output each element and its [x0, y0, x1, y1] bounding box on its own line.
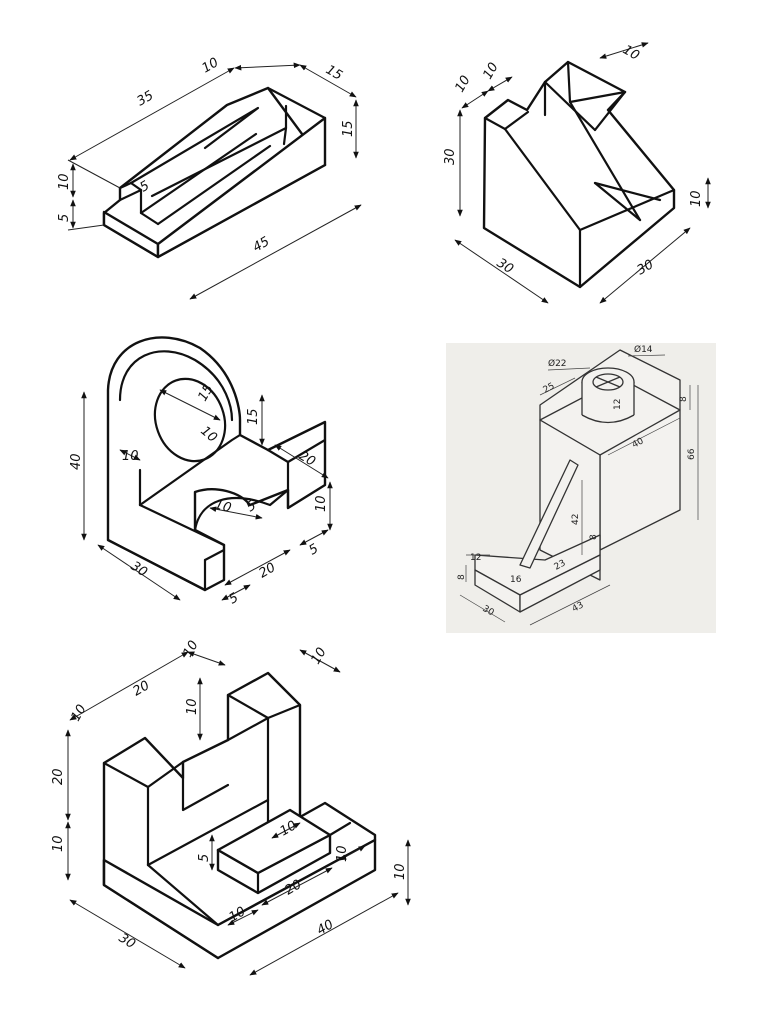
- dim-8-mid: 8: [589, 534, 599, 540]
- dim-height-10: 10: [51, 835, 66, 852]
- dim-8-base: 8: [457, 574, 467, 580]
- dim-12-top: 12: [613, 399, 623, 410]
- dim-width-30: 30: [635, 257, 657, 278]
- dim-right-10: 10: [335, 845, 350, 862]
- dim-height-10: 10: [57, 173, 72, 190]
- dim-step-5: 5: [197, 854, 212, 862]
- dim-top-10-a: 10: [180, 638, 201, 660]
- dim-top-20: 20: [131, 678, 153, 699]
- dim-width-15: 15: [323, 62, 345, 83]
- dim-center-15: 15: [246, 408, 261, 425]
- dim-left-10: 10: [68, 702, 89, 724]
- dim-front-10: 10: [227, 904, 249, 925]
- dim-top-10-a: 10: [452, 73, 473, 95]
- dim-wall-10: 10: [122, 449, 139, 464]
- dim-length-35: 35: [135, 88, 157, 109]
- isometric-view-4-photo: Ø22 Ø14 25 12 8 40 66 42 8 12 8 16 23 30…: [446, 343, 716, 633]
- dim-top-10-b: 10: [480, 60, 501, 82]
- dim-length-45: 45: [251, 234, 273, 255]
- dim-tab-10: 10: [314, 495, 329, 512]
- dim-43: 43: [571, 600, 586, 614]
- dim-12-base: 12: [470, 553, 481, 563]
- dim-8-top: 8: [679, 396, 689, 402]
- dim-notch-10: 10: [185, 698, 200, 715]
- dim-inner-dia-14: Ø14: [634, 344, 653, 355]
- dim-depth-30: 30: [494, 256, 516, 277]
- dim-block-20: 20: [283, 877, 305, 898]
- isometric-view-2: 10 10 10 30 10 30 30: [443, 42, 711, 304]
- dim-40: 40: [631, 436, 646, 450]
- dim-height-15: 15: [341, 120, 356, 137]
- dim-top-10-b: 10: [308, 645, 329, 667]
- dim-radius-15: 15: [195, 382, 216, 404]
- isometric-view-3: 40 10 15 10 15 20 10 5 10 5 30 20 5: [69, 336, 333, 607]
- dim-height-20: 20: [51, 768, 66, 785]
- dim-height-40: 40: [69, 453, 84, 470]
- dim-height-30: 30: [443, 148, 458, 165]
- dim-arc-10: 10: [213, 497, 233, 516]
- dim-gap-20: 20: [257, 560, 279, 581]
- dim-width-10: 10: [200, 55, 222, 76]
- dim-25: 25: [542, 381, 557, 395]
- dim-step-10: 10: [689, 190, 704, 207]
- dim-top-10-c: 10: [620, 42, 642, 63]
- dim-23: 23: [553, 558, 568, 572]
- isometric-view-5: 20 10 10 10 10 20 10 5 10 10 20 10 30 40…: [51, 638, 411, 976]
- dim-length-40: 40: [315, 917, 337, 938]
- dim-width-30: 30: [116, 931, 138, 952]
- dim-block-10: 10: [278, 818, 300, 839]
- dim-42: 42: [571, 514, 581, 525]
- dim-66: 66: [687, 448, 697, 460]
- dim-depth-20: 20: [296, 448, 318, 469]
- dim-16: 16: [510, 575, 522, 585]
- isometric-view-1: 35 10 15 15 10 5 5 45: [57, 55, 362, 300]
- dim-base-10: 10: [393, 863, 408, 880]
- dim-small-5-b: 5: [307, 541, 322, 558]
- dim-outer-dia-22: Ø22: [548, 358, 567, 369]
- dim-small-5-c: 5: [227, 590, 242, 607]
- dim-height-5: 5: [57, 214, 72, 222]
